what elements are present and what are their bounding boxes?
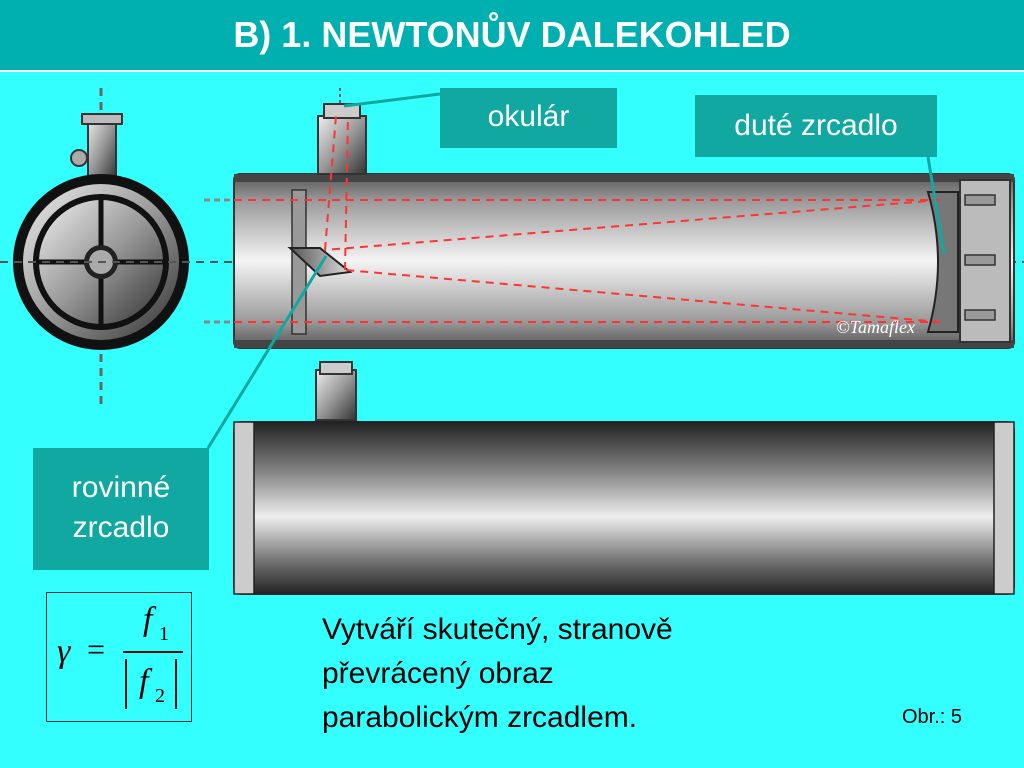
formula-abs-left	[125, 659, 127, 709]
formula-equals: =	[87, 631, 106, 667]
plane-mirror-label-line1: rovinné	[71, 471, 171, 504]
formula-abs-right	[175, 659, 177, 709]
telescope-exterior	[233, 361, 1015, 595]
eyepiece-label: okulár	[440, 88, 617, 148]
magnification-formula: γ = f 1 f 2	[46, 592, 192, 722]
formula-numerator-subscript: 1	[159, 623, 169, 645]
page-title: B) 1. NEWTONŮV DALEKOHLED	[233, 14, 791, 55]
caption-text: Vytváří skutečný, stranově převrácený ob…	[322, 608, 782, 740]
formula-denominator-subscript: 2	[155, 685, 165, 707]
plane-mirror-label-line2: zrcadlo	[72, 511, 170, 544]
okular-leader-line	[343, 92, 441, 108]
watermark-text: ©Tamaflex	[836, 317, 915, 337]
caption-line3: parabolickým zrcadlem.	[322, 701, 638, 734]
dute-leader-line	[926, 156, 946, 255]
front-view	[0, 88, 210, 410]
concave-mirror-label: duté zrcadlo	[695, 95, 937, 157]
formula-numerator: f	[143, 601, 153, 638]
formula-gamma: γ	[57, 633, 71, 670]
formula-fraction-bar	[123, 651, 183, 653]
plane-mirror-label: rovinné zrcadlo	[33, 448, 209, 570]
caption-line1: Vytváří skutečný, stranově	[322, 613, 673, 646]
formula-denominator: f	[139, 663, 149, 700]
telescope-cutaway: ©Tamaflex	[0, 88, 1024, 349]
caption-line2: převrácený obraz	[322, 657, 554, 690]
title-bar: B) 1. NEWTONŮV DALEKOHLED	[0, 0, 1024, 72]
figure-reference: Obr.: 5	[902, 706, 963, 728]
rovinne-leader-line	[206, 255, 328, 449]
